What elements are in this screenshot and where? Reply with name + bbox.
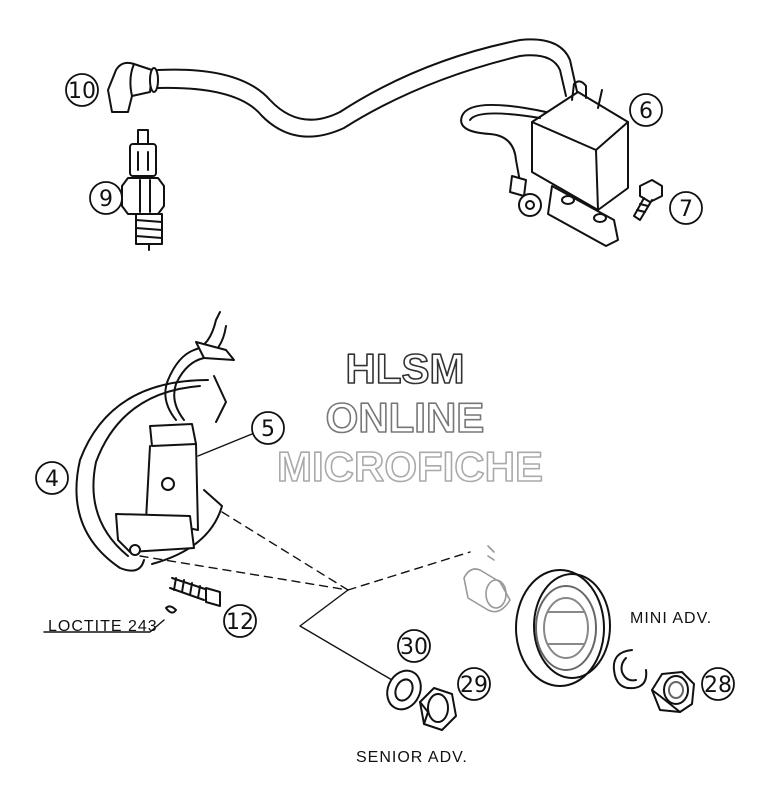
loctite-label: LOCTITE 243 bbox=[48, 618, 158, 635]
stator-screw bbox=[165, 577, 221, 614]
spark-plug-cap bbox=[107, 61, 159, 113]
callout-7: 7 bbox=[679, 197, 693, 222]
watermark-line-3: MICROFICHE bbox=[277, 443, 543, 490]
ht-lead bbox=[157, 38, 579, 138]
shaft-key bbox=[463, 545, 511, 613]
bolt-7 bbox=[633, 179, 663, 221]
callout-4: 4 bbox=[45, 467, 59, 492]
callout-9: 9 bbox=[99, 187, 113, 212]
assembly-lines bbox=[139, 511, 471, 591]
flywheel-nut bbox=[651, 671, 695, 713]
callout-10: 10 bbox=[68, 79, 96, 104]
senior-adv-leader bbox=[299, 589, 393, 681]
watermark-line-1: HLSM bbox=[346, 345, 465, 392]
annotations: LOCTITE 243 MINI ADV. SENIOR ADV. bbox=[48, 610, 712, 766]
senior-adv-label: SENIOR ADV. bbox=[356, 749, 468, 766]
watermark-line-2: ONLINE bbox=[326, 394, 485, 441]
nut-29 bbox=[419, 687, 457, 731]
loctite-leader bbox=[43, 619, 165, 633]
watermark: HLSM ONLINE MICROFICHE bbox=[276, 344, 544, 491]
callout-5-leader bbox=[197, 433, 253, 457]
mini-adv-label: MINI ADV. bbox=[630, 610, 712, 627]
callout-12: 12 bbox=[226, 610, 254, 635]
callout-6: 6 bbox=[639, 99, 653, 124]
callout-5: 5 bbox=[261, 417, 275, 442]
callout-circles bbox=[35, 73, 735, 701]
spark-plug bbox=[121, 129, 165, 251]
callout-28: 28 bbox=[704, 673, 732, 698]
rotor bbox=[515, 569, 611, 687]
callout-29: 29 bbox=[460, 673, 488, 698]
pulse-coil bbox=[115, 311, 235, 556]
stator-plate bbox=[75, 375, 227, 572]
washer bbox=[386, 669, 422, 711]
circlip bbox=[612, 649, 648, 690]
callout-numbers: 10 9 6 7 4 5 12 30 29 28 bbox=[45, 79, 732, 698]
ignition-coil bbox=[460, 80, 629, 247]
callout-30: 30 bbox=[400, 635, 428, 660]
